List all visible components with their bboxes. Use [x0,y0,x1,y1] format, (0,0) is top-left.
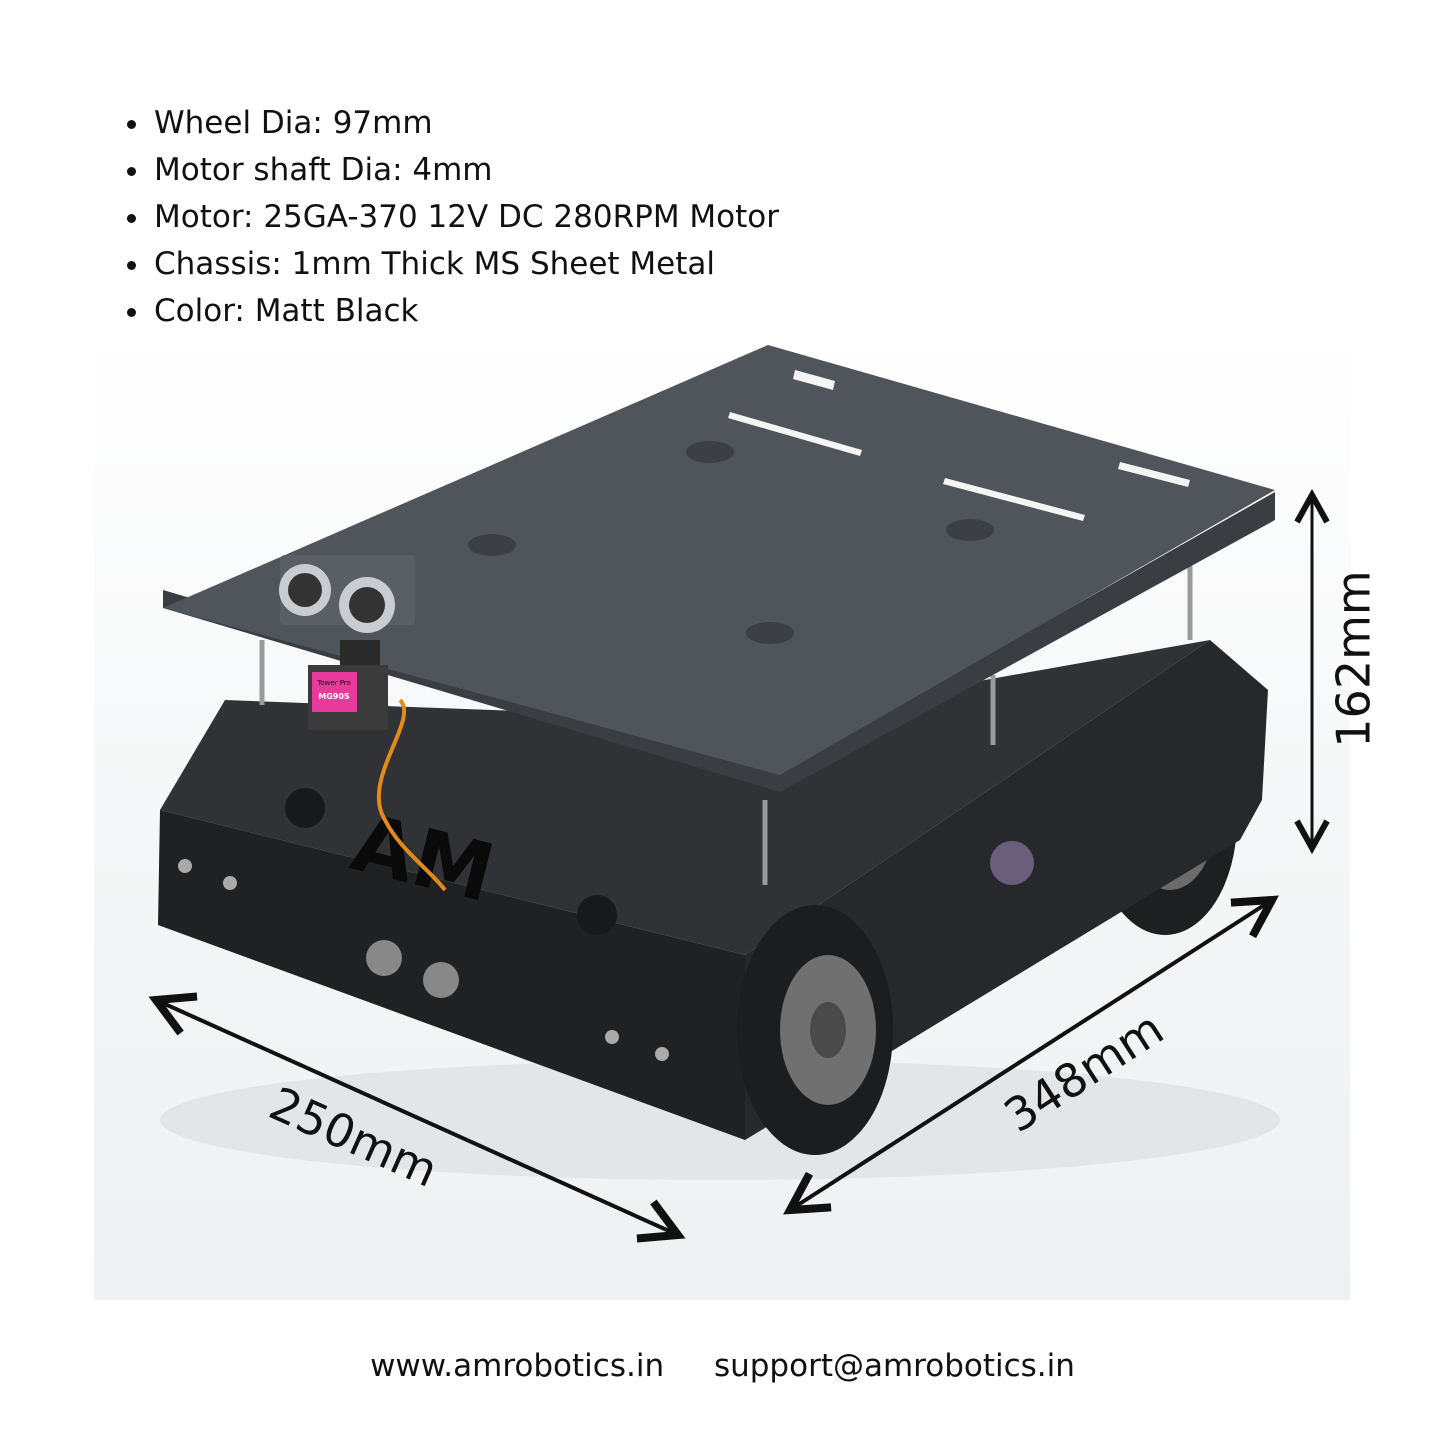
footer: www.amrobotics.in support@amrobotics.in [0,1348,1445,1384]
fan-icon [990,841,1034,885]
top-plate [163,345,1275,775]
standoffs [259,560,1193,885]
top-plate-edge [163,492,1275,792]
spec-item: Chassis: 1mm Thick MS Sheet Metal [152,241,779,288]
svg-text:Tower Pro: Tower Pro [316,679,351,687]
ultrasonic-sensor [279,555,415,633]
plate-slots [728,370,1190,521]
spec-item: Motor shaft Dia: 4mm [152,147,779,194]
svg-text:MG90S: MG90S [318,692,350,701]
width-arrow [156,1000,678,1235]
website-link[interactable]: www.amrobotics.in [370,1348,665,1384]
spec-item: Motor: 25GA-370 12V DC 280RPM Motor [152,194,779,241]
servo-motor: Tower Pro MG90S [308,640,447,892]
front-mecanum-wheel [737,905,893,1155]
spec-item: Color: Matt Black [152,288,779,335]
height-label: 162mm [1326,570,1381,748]
plate-grommets [468,441,994,644]
front-ultrasonic-right [423,962,459,998]
chassis-top [160,640,1210,955]
spec-item: Wheel Dia: 97mm [152,100,779,147]
spec-list: Wheel Dia: 97mm Motor shaft Dia: 4mm Mot… [110,100,779,335]
length-arrow [790,900,1272,1210]
email-link[interactable]: support@amrobotics.in [713,1348,1075,1384]
front-ultrasonic-left [366,940,402,976]
